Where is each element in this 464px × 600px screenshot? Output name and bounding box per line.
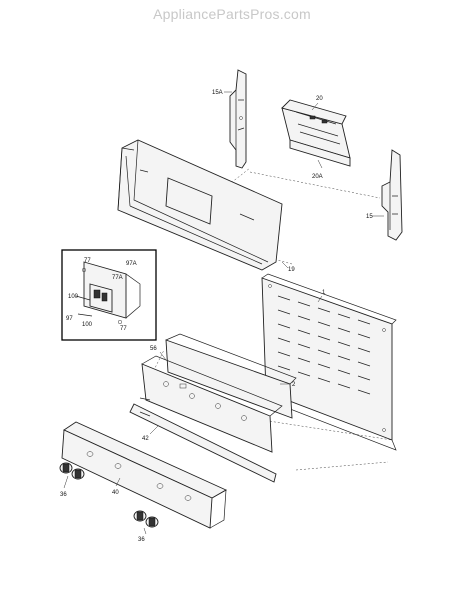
rear-panel-1[interactable] <box>261 273 397 451</box>
label-77-top: 77 <box>84 258 91 264</box>
label-77A: 77A <box>112 275 123 281</box>
knob-panel-40[interactable] <box>61 421 227 529</box>
label-100-lower: 100 <box>82 322 93 328</box>
label-36-left: 36 <box>60 492 67 498</box>
label-97A: 97A <box>126 261 137 267</box>
control-board-20[interactable] <box>281 99 351 167</box>
label-20A: 20A <box>312 174 323 180</box>
label-20: 20 <box>316 96 323 102</box>
label-15A: 15A <box>212 90 223 96</box>
watermark: AppliancePartsPros.com <box>153 6 311 22</box>
side-bracket-15A[interactable] <box>229 69 247 169</box>
knob-36-left-pair[interactable] <box>59 462 85 480</box>
label-36-right: 36 <box>138 537 145 543</box>
trim-strip-42[interactable] <box>129 397 277 483</box>
control-panel-19[interactable] <box>117 139 283 271</box>
label-100-upper: 100 <box>68 294 79 300</box>
label-56: 56 <box>150 346 157 352</box>
label-1: 1 <box>322 290 326 296</box>
cover-2[interactable] <box>165 333 297 419</box>
label-77-bottom: 77 <box>120 326 127 332</box>
detail-inset <box>61 249 157 341</box>
label-15: 15 <box>366 214 373 220</box>
manifold-bracket-56[interactable] <box>141 355 283 453</box>
knob-36-right-pair[interactable] <box>133 510 159 528</box>
label-97: 97 <box>66 316 73 322</box>
label-2: 2 <box>292 382 296 388</box>
label-40: 40 <box>112 490 119 496</box>
side-bracket-15[interactable] <box>381 149 403 241</box>
label-19: 19 <box>288 267 295 273</box>
label-42: 42 <box>142 436 149 442</box>
